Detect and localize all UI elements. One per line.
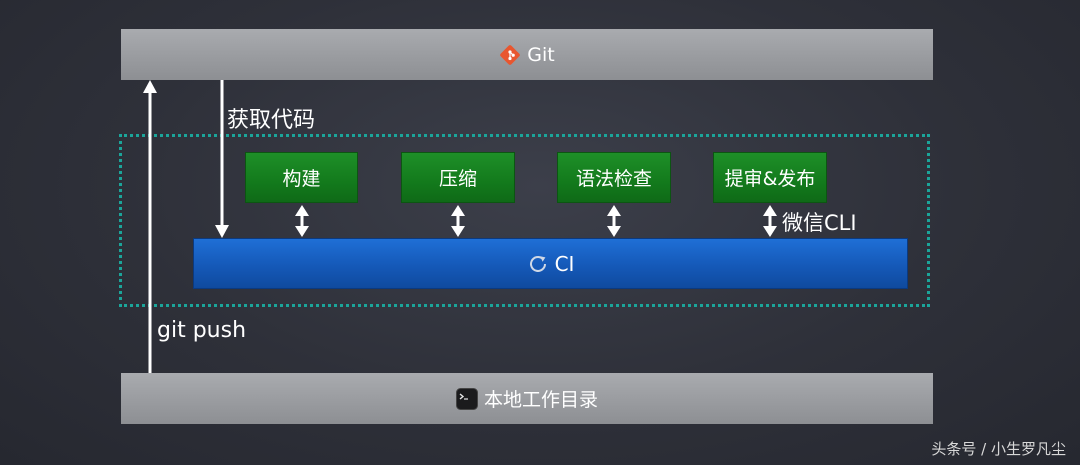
step-review-publish-label: 提审&发布 <box>724 168 816 190</box>
git-push-label: git push <box>157 318 247 343</box>
wechat-cli-label: 微信CLI <box>782 211 857 235</box>
ci-region-border <box>119 134 930 307</box>
step-compress: 压缩 <box>401 152 515 203</box>
step-compress-ci-arrow <box>451 205 465 237</box>
fetch-code-label: 获取代码 <box>227 108 316 133</box>
step-build-ci-arrow <box>295 205 309 237</box>
watermark: 头条号 / 小生罗凡尘 <box>931 440 1066 458</box>
local-workdir-bar: 本地工作目录 <box>121 373 933 424</box>
step-compress-label: 压缩 <box>438 168 477 190</box>
ci-bar: CI <box>193 238 908 289</box>
step-build-label: 构建 <box>282 168 321 190</box>
step-lint-label: 语法检查 <box>575 168 652 190</box>
git-logo-icon <box>499 44 521 66</box>
refresh-icon <box>527 253 549 275</box>
git-push-arrow <box>143 80 157 373</box>
step-review-ci-arrow <box>763 205 777 237</box>
ci-bar-label: CI <box>554 251 575 276</box>
local-workdir-label: 本地工作目录 <box>483 389 598 411</box>
step-lint: 语法检查 <box>557 152 671 203</box>
step-review-publish: 提审&发布 <box>713 152 827 203</box>
terminal-icon <box>455 387 478 410</box>
git-bar: Git <box>121 29 933 80</box>
step-build: 构建 <box>245 152 358 203</box>
step-lint-ci-arrow <box>607 205 621 237</box>
fetch-code-arrow <box>215 80 229 238</box>
git-bar-label: Git <box>527 43 555 66</box>
